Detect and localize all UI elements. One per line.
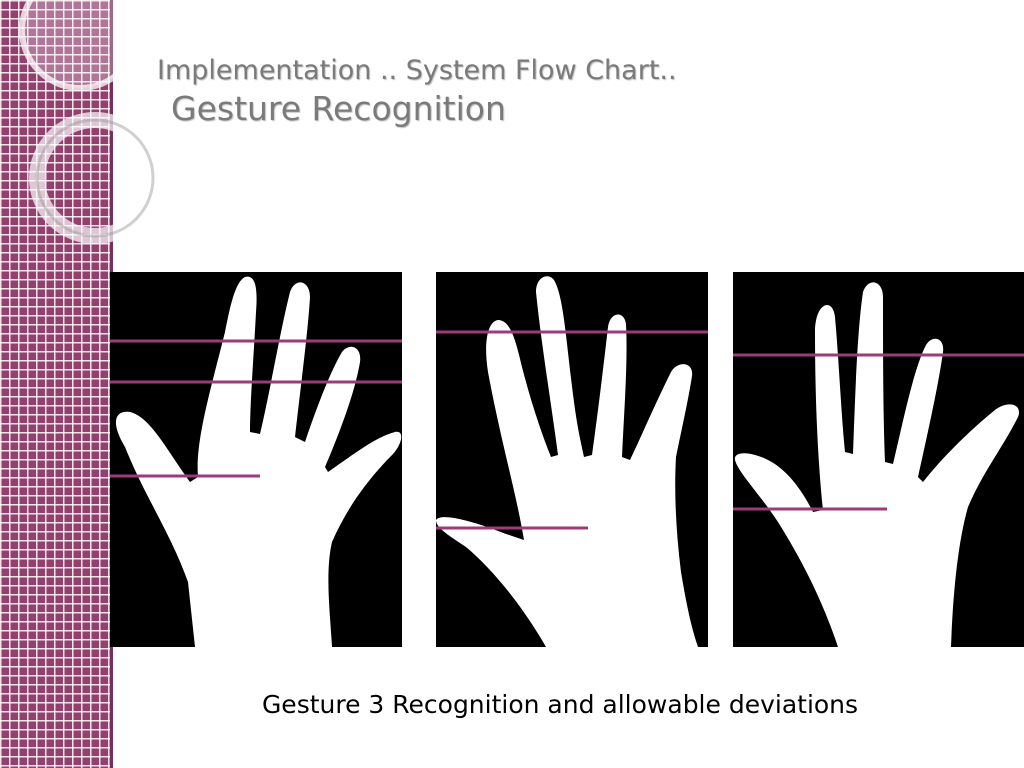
hand-silhouette — [734, 282, 1019, 647]
hand-silhouette — [436, 276, 698, 647]
hand-silhouette — [115, 276, 402, 647]
slide-title: Implementation .. System Flow Chart.. Ge… — [157, 53, 677, 131]
hand-image-3 — [733, 272, 1024, 647]
decorative-circles — [19, 0, 161, 244]
hand-image-2 — [436, 272, 708, 647]
figure-caption: Gesture 3 Recognition and allowable devi… — [261, 690, 859, 719]
hand-image-1 — [110, 272, 402, 647]
title-line-1: Implementation .. System Flow Chart.. — [157, 55, 677, 86]
title-line-2: Gesture Recognition — [171, 89, 506, 129]
